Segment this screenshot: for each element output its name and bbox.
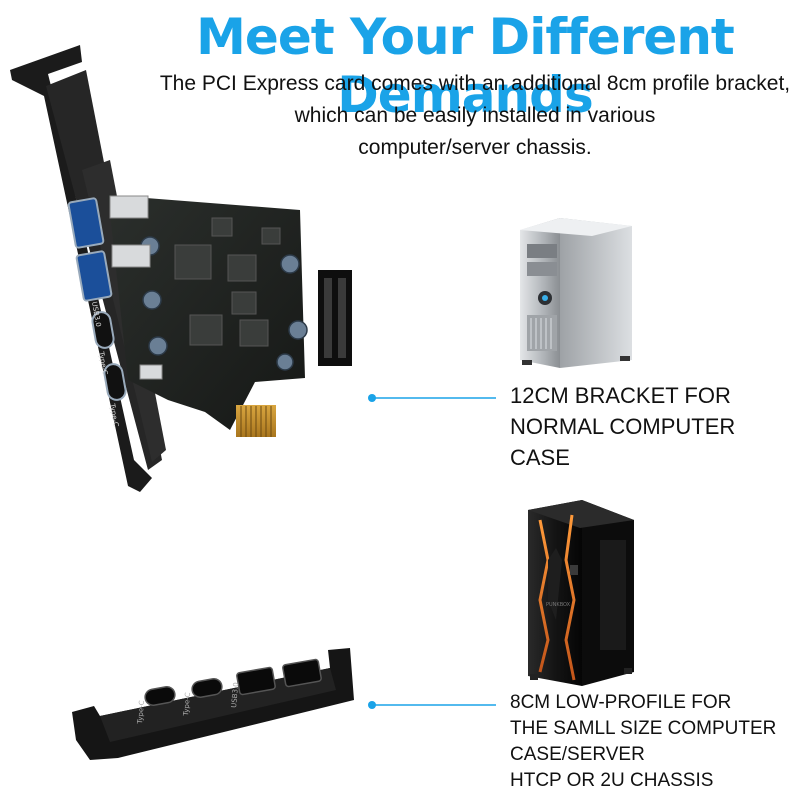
description-line-1: The PCI Express card comes with an addit…: [159, 72, 791, 95]
callout-8cm-line-4: HTCP OR 2U CHASSIS: [510, 770, 714, 791]
callout-12cm-line-1: 12CM BRACKET FOR: [510, 383, 731, 408]
low-profile-ports: [144, 658, 322, 706]
low-profile-bracket-image: Type-C Type-C USB3.0: [72, 648, 354, 760]
svg-text:PUNKBOX: PUNKBOX: [546, 602, 571, 608]
headline: Meet Your Different Demands: [196, 8, 735, 124]
description: The PCI Express card comes with an addit…: [150, 68, 800, 164]
gold-fingers: [236, 405, 276, 437]
callout-8cm-line-3: CASE/SERVER: [510, 744, 645, 765]
callout-12cm: 12CM BRACKET FOR NORMAL COMPUTER CASE: [510, 380, 800, 473]
lp-label-typec-2: Type-C: [182, 692, 192, 717]
callout-8cm-line-1: 8CM LOW-PROFILE FOR: [510, 692, 732, 713]
callout-12cm-line-2: NORMAL COMPUTER CASE: [510, 414, 736, 470]
lp-label-usb: USB3.0: [230, 682, 240, 708]
black-gaming-tower-image: PUNKBOX: [528, 500, 634, 686]
description-line-3: computer/server chassis.: [358, 136, 592, 159]
callout-8cm-line-2: THE SAMLL SIZE COMPUTER: [510, 718, 777, 739]
silver-pc-tower-image: [520, 218, 632, 368]
bracket-ports: [67, 197, 127, 401]
connector-dot-top: [368, 394, 376, 402]
lp-label-typec-1: Type-C: [136, 700, 146, 725]
connector-dot-bottom: [368, 701, 376, 709]
pcie-card-image: USB3.0 Type-C Type-C: [10, 45, 352, 492]
description-line-2: which can be easily installed in various: [294, 104, 656, 127]
callout-8cm: 8CM LOW-PROFILE FOR THE SAMLL SIZE COMPU…: [510, 690, 776, 794]
